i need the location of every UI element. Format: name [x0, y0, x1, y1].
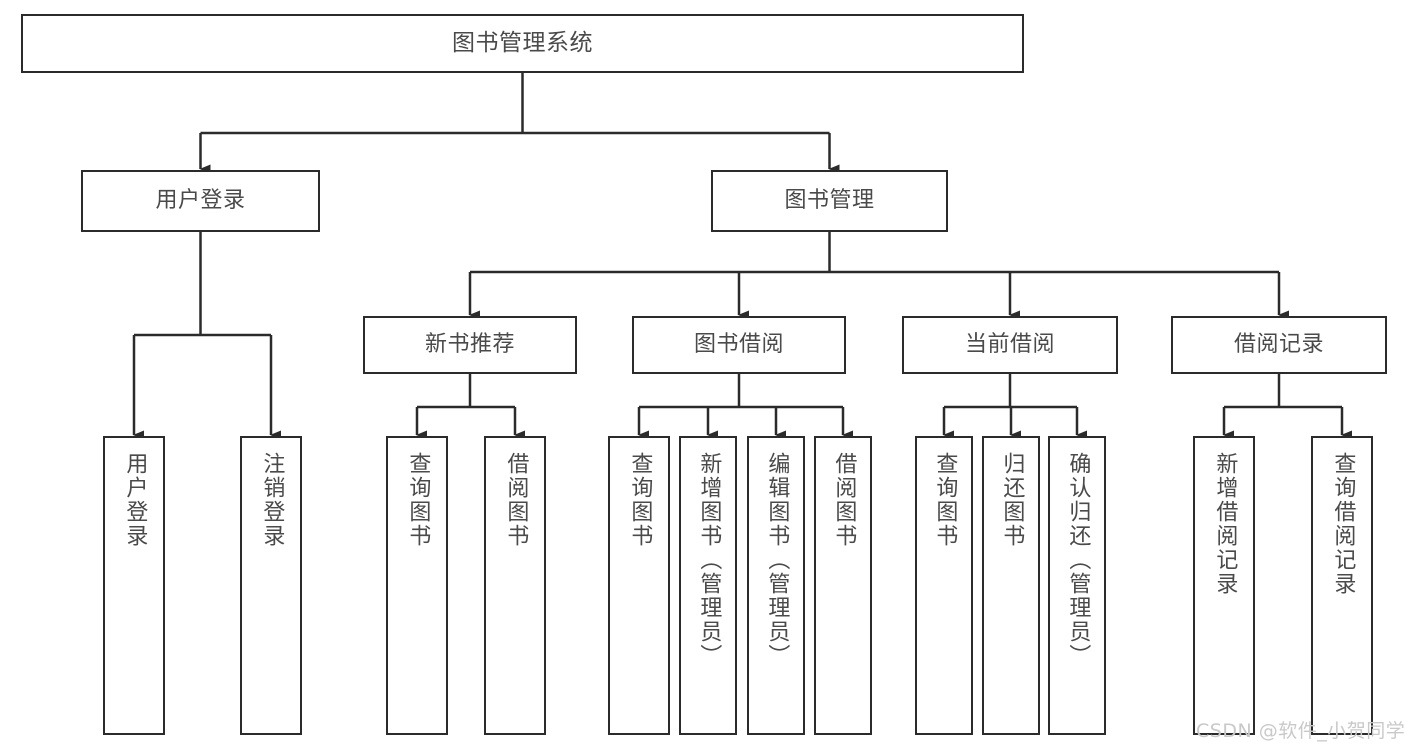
node-leaf-confirm[interactable]: 确认归还（管理员） [1048, 436, 1106, 735]
node-label: 归还图书 [999, 452, 1025, 548]
node-label: 图书管理 [784, 187, 875, 213]
node-label: 确认归还（管理员） [1065, 452, 1091, 668]
node-bookmgmt[interactable]: 图书管理 [711, 170, 948, 232]
node-label: 查询图书 [932, 452, 958, 548]
node-label: 新书推荐 [424, 331, 515, 357]
node-leaf-qbook3[interactable]: 查询图书 [915, 436, 973, 735]
node-leaf-editbook[interactable]: 编辑图书（管理员） [747, 436, 805, 735]
node-label: 查询图书 [627, 452, 653, 548]
node-root[interactable]: 图书管理系统 [21, 14, 1024, 73]
node-leaf-addrec[interactable]: 新增借阅记录 [1193, 436, 1255, 735]
node-leaf-qrec[interactable]: 查询借阅记录 [1311, 436, 1373, 735]
node-label: 用户登录 [155, 187, 246, 213]
edge-layer [132, 73, 1352, 440]
node-label: 编辑图书（管理员） [764, 452, 790, 668]
node-leaf-qbook1[interactable]: 查询图书 [386, 436, 448, 735]
node-label: 借阅记录 [1233, 331, 1324, 357]
node-label: 查询图书 [405, 452, 431, 548]
node-label: 注销登录 [259, 452, 285, 548]
node-label: 图书管理系统 [452, 29, 593, 56]
node-leaf-bbook1[interactable]: 借阅图书 [484, 436, 546, 735]
node-records[interactable]: 借阅记录 [1171, 316, 1387, 374]
node-label: 新增借阅记录 [1212, 452, 1238, 596]
node-leaf-addbook[interactable]: 新增图书（管理员） [679, 436, 737, 735]
node-label: 查询借阅记录 [1330, 452, 1356, 596]
node-borrow[interactable]: 图书借阅 [632, 316, 846, 374]
node-newbook[interactable]: 新书推荐 [363, 316, 577, 374]
node-label: 新增图书（管理员） [696, 452, 722, 668]
node-leaf-return[interactable]: 归还图书 [982, 436, 1040, 735]
node-current[interactable]: 当前借阅 [902, 316, 1118, 374]
node-label: 借阅图书 [503, 452, 529, 548]
node-leaf-qbook2[interactable]: 查询图书 [608, 436, 670, 735]
node-login[interactable]: 用户登录 [81, 170, 320, 232]
node-label: 用户登录 [122, 452, 148, 548]
node-leaf-bbook2[interactable]: 借阅图书 [814, 436, 872, 735]
watermark-text: CSDN @软件_小贺同学 [1196, 720, 1405, 742]
node-label: 图书借阅 [693, 331, 784, 357]
node-leaf-logout[interactable]: 注销登录 [240, 436, 302, 735]
node-label: 借阅图书 [831, 452, 857, 548]
node-label: 当前借阅 [964, 331, 1055, 357]
node-leaf-login[interactable]: 用户登录 [103, 436, 165, 735]
